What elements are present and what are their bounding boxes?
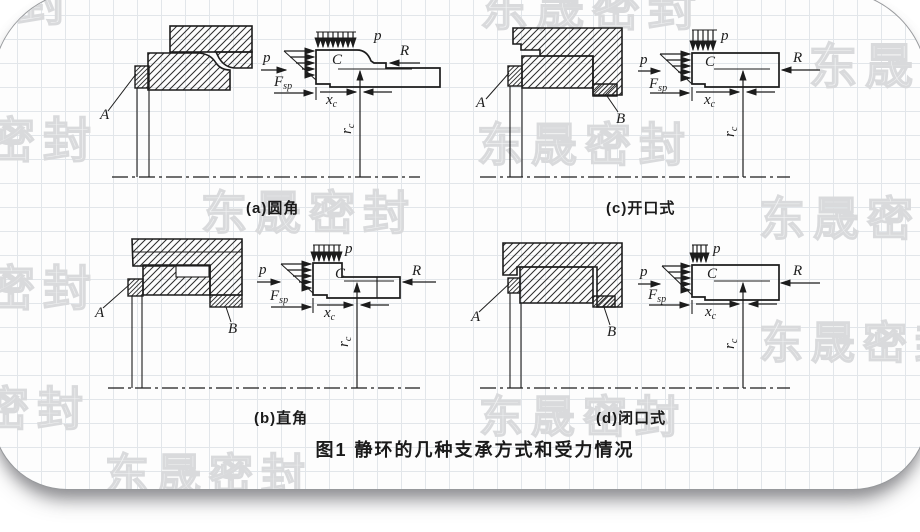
subfigure-d-force-diagram: p R C p Fsp xc <box>638 241 820 388</box>
label-xc: xc <box>323 305 336 323</box>
subfigure-b-cross-section: A B <box>94 238 243 388</box>
label-spring-force: Fsp <box>647 287 666 305</box>
static-ring-section <box>519 266 594 304</box>
ring-outline <box>691 264 780 301</box>
leader-line-A <box>107 73 137 112</box>
label-B: B <box>607 324 616 340</box>
watermark-text: 东晟密封 <box>0 114 100 168</box>
label-B: B <box>228 321 237 337</box>
watermark-text: 东晟密封 <box>0 262 100 316</box>
label-A: A <box>99 107 110 123</box>
subfigure-b-force-diagram: p R C p Fsp xc <box>257 241 436 388</box>
static-ring-section <box>147 52 231 91</box>
gland-section <box>169 25 253 53</box>
subfigure-c-caption: (c)开口式 <box>606 200 676 217</box>
seal-face-ring <box>134 65 150 89</box>
label-reaction: R <box>792 263 802 279</box>
label-pressure-left: p <box>258 262 267 278</box>
leader-line-A <box>102 284 130 309</box>
subfigure-a-caption: (a)圆角 <box>246 200 300 217</box>
leader-line-A <box>478 283 510 313</box>
subfigure-d-caption: (d)闭口式 <box>596 410 667 427</box>
label-A: A <box>470 309 481 325</box>
pressure-arrows-top <box>310 245 343 263</box>
label-centroid: C <box>332 52 343 68</box>
watermark-text: 东晟密封 <box>758 318 920 368</box>
leader-line-B <box>603 306 611 326</box>
gland-section <box>502 242 623 308</box>
label-A: A <box>475 95 486 111</box>
triangular-pressure-load <box>283 47 317 81</box>
support-wedge <box>592 295 616 308</box>
subfigure-c-cross-section: B A <box>475 27 625 177</box>
seal-face-ring <box>507 277 521 294</box>
label-pressure-left: p <box>262 50 271 66</box>
label-centroid: C <box>335 266 346 282</box>
watermark-text: 东晟密封 <box>104 450 313 490</box>
support-wedge <box>592 83 618 97</box>
subfigure-b-caption: (b)直角 <box>254 410 309 427</box>
subfigure-c: B A p R C <box>475 27 820 178</box>
ring-outline <box>312 262 401 299</box>
leader-line-A <box>485 72 510 100</box>
label-reaction: R <box>399 43 409 59</box>
subfigure-d-cross-section: A B <box>470 242 623 388</box>
subfigure-c-force-diagram: p R C p Fsp xc <box>638 28 820 177</box>
label-rc: rc <box>339 123 357 134</box>
label-spring-force: Fsp <box>269 288 288 306</box>
leader-line-B <box>225 306 232 323</box>
ring-outline <box>315 49 441 88</box>
support-wedge <box>209 294 243 308</box>
triangular-pressure-load <box>661 262 693 296</box>
label-reaction: R <box>411 263 421 279</box>
label-rc: rc <box>336 336 354 347</box>
subfigure-d: A B p R C p <box>470 241 820 389</box>
leader-line-B <box>606 95 619 113</box>
watermark-text: 东晟密封 <box>0 0 75 32</box>
label-rc: rc <box>722 126 740 137</box>
pressure-arrows-top <box>689 245 710 264</box>
watermark-text: 东晟密封 <box>476 118 693 171</box>
label-reaction: R <box>792 50 802 66</box>
pressure-arrows-top <box>689 30 717 52</box>
label-pressure-top: p <box>720 28 729 44</box>
seal-face-ring <box>507 65 523 87</box>
triangular-pressure-load <box>659 50 693 85</box>
pressure-arrows-top <box>314 32 357 49</box>
label-B: B <box>616 111 625 127</box>
watermark-text: 东晟密封 <box>758 192 920 245</box>
subfigure-a: A p R <box>99 25 441 178</box>
subfigure-b: A B p <box>94 238 436 389</box>
triangular-pressure-load <box>280 260 314 294</box>
figure-caption: 图1 静环的几种支承方式和受力情况 <box>315 440 635 460</box>
label-pressure-left: p <box>639 52 648 68</box>
watermark-text: 东晟密封 <box>0 382 91 435</box>
label-xc: xc <box>704 304 717 322</box>
subfigure-a-cross-section: A <box>99 25 253 177</box>
label-xc: xc <box>325 92 338 110</box>
watermark-text: 东晟密封 <box>200 186 417 239</box>
static-ring-section <box>521 55 594 89</box>
label-rc: rc <box>722 338 740 349</box>
label-centroid: C <box>707 266 718 282</box>
label-spring-force: Fsp <box>648 76 667 94</box>
label-xc: xc <box>703 92 716 110</box>
ring-recess <box>175 265 210 278</box>
label-A: A <box>94 305 105 321</box>
seal-face-ring <box>127 278 144 297</box>
watermark-text: 东晟密封 <box>478 392 687 442</box>
label-centroid: C <box>705 54 716 70</box>
label-spring-force: Fsp <box>273 74 292 92</box>
label-pressure-left: p <box>639 264 648 280</box>
watermark-text: 东晟密封 <box>808 40 920 94</box>
label-pressure-top: p <box>712 241 721 257</box>
label-pressure-top: p <box>344 241 353 257</box>
gland-section <box>214 51 253 69</box>
label-pressure-top: p <box>373 28 382 44</box>
subfigure-a-force-diagram: p R C p Fsp xc <box>261 28 441 177</box>
